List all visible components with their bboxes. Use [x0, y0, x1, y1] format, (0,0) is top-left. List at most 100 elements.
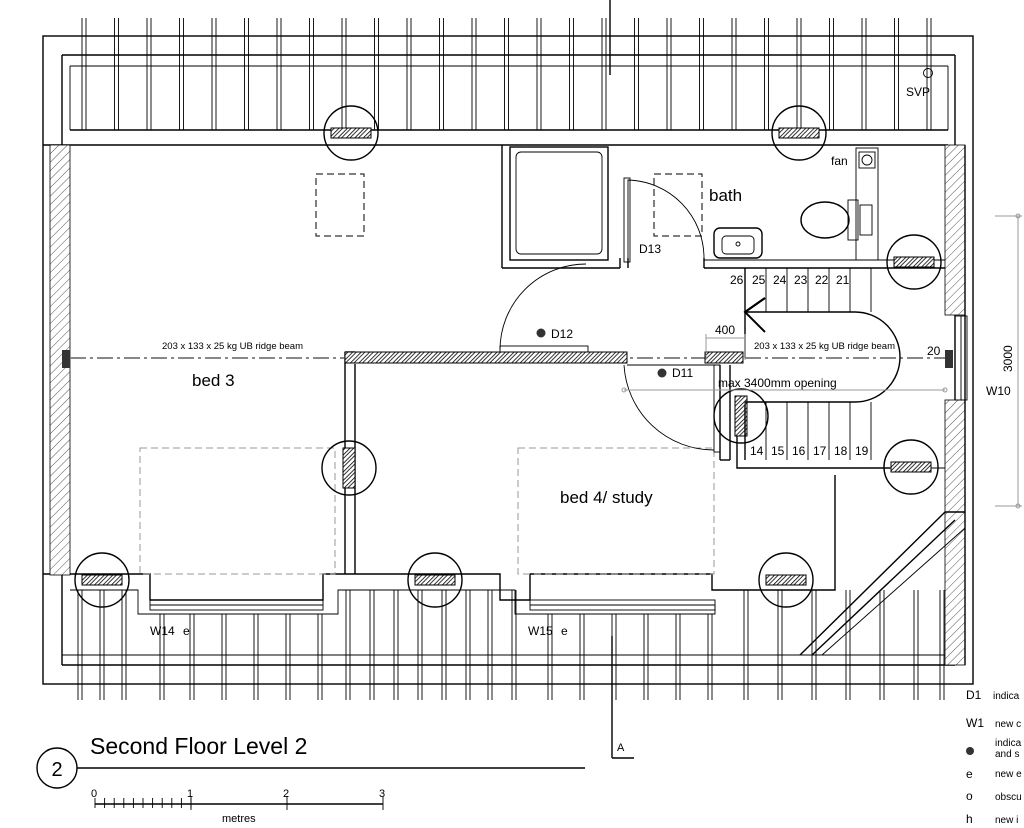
legend-code: e: [966, 767, 973, 781]
post-block: [890, 461, 932, 473]
drawing-title: Second Floor Level 2: [90, 733, 307, 759]
legend-text: indica: [993, 691, 1020, 702]
dim-3000-label: 3000: [1001, 345, 1015, 372]
post-block: [342, 447, 356, 489]
stair-number: 19: [855, 444, 869, 458]
beam-end-right: [945, 350, 953, 368]
svp-pipe: [923, 68, 933, 78]
stair-number: 17: [813, 444, 827, 458]
post-circle: [407, 552, 463, 608]
post-circle: [771, 105, 827, 161]
door-d13-swing: [627, 179, 705, 262]
door-d12-label: D12: [551, 327, 573, 341]
dim-400-label: 400: [715, 323, 735, 337]
scale-tick-label: 1: [187, 788, 193, 800]
window-w15-label: W15: [528, 624, 553, 638]
dormer-walls: [70, 475, 966, 656]
stair-handrail: [745, 311, 901, 403]
rafters-bottom: [77, 590, 945, 700]
stair-landing-label: 20: [927, 344, 941, 358]
beam-hatch-center: [344, 351, 628, 364]
beam-hatch-right: [704, 351, 744, 364]
svp-label: SVP: [906, 85, 930, 99]
shower-tray: [509, 146, 609, 261]
rafters-top: [81, 18, 932, 130]
post-circle: [758, 552, 814, 608]
door-d11-swing: [623, 364, 715, 451]
stair-number: 24: [773, 273, 787, 287]
basin: [713, 227, 763, 259]
post-circle: [323, 105, 379, 161]
legend: D1 indica W1 new c indica and s e new e …: [966, 688, 1022, 826]
fan-label: fan: [831, 154, 848, 168]
room-bath-label: bath: [709, 186, 742, 205]
doors: [499, 177, 721, 453]
post-circle: [74, 552, 130, 608]
legend-code: D1: [966, 688, 982, 702]
legend-dot-icon: [966, 747, 974, 755]
stair-number: 25: [752, 273, 766, 287]
window-w10-label: W10: [986, 384, 1011, 398]
toilet-bowl: [800, 201, 850, 239]
stair-number: 21: [836, 273, 850, 287]
stair-number: 16: [792, 444, 806, 458]
window-w14-suffix: e: [183, 624, 190, 638]
title-block: 2 Second Floor Level 2: [36, 733, 585, 789]
labels: SVP fan bath D13 D12 D11 203 x 133 x 25 …: [150, 85, 1015, 754]
post-block: [330, 127, 372, 139]
room-bed4-label: bed 4/ study: [560, 488, 653, 507]
legend-code: W1: [966, 716, 984, 730]
beam-label-right: 203 x 133 x 25 kg UB ridge beam: [754, 341, 895, 352]
post-block: [765, 574, 807, 586]
staircase: [743, 268, 901, 460]
stair-number: 14: [750, 444, 764, 458]
bath-fittings: [509, 68, 933, 261]
ridge-beam: [62, 350, 953, 368]
drawing-number: 2: [51, 759, 62, 781]
section-marker-label: A: [617, 742, 625, 754]
post-block: [778, 127, 820, 139]
post-block: [81, 574, 123, 586]
dimensions: [621, 213, 1022, 509]
stair-numbers: 26 25 24 23 22 21 14 15 16 17 18 19: [730, 273, 869, 458]
scale-unit-label: metres: [222, 813, 256, 825]
stair-number: 18: [834, 444, 848, 458]
legend-code: h: [966, 812, 973, 826]
window-w14-label: W14: [150, 624, 175, 638]
door-d12-swing: [499, 263, 587, 351]
scale-tick-label: 2: [283, 788, 289, 800]
legend-text: and s: [995, 749, 1019, 760]
door-d13-label: D13: [639, 242, 661, 256]
wall-insulation: [49, 144, 966, 666]
dim-opening-label: max 3400mm opening: [718, 376, 837, 390]
beam-end-left: [62, 350, 70, 368]
post-circle: [886, 234, 942, 290]
post-details: [74, 105, 942, 608]
stair-number: 26: [730, 273, 744, 287]
room-bed3-label: bed 3: [192, 371, 235, 390]
post-block: [893, 256, 935, 268]
stair-direction-arrow: [743, 297, 766, 333]
post-block: [734, 395, 748, 437]
legend-code: o: [966, 789, 973, 803]
scale-tick-label: 3: [379, 788, 385, 800]
post-circle: [883, 439, 939, 495]
legend-text: indica: [995, 738, 1022, 749]
section-line: [609, 0, 634, 759]
post-block: [414, 574, 456, 586]
post-circle: [321, 440, 377, 496]
stair-number: 22: [815, 273, 829, 287]
door-d11-label: D11: [672, 366, 693, 380]
legend-text: new c: [995, 719, 1021, 730]
rooflights: [139, 173, 715, 575]
stair-number: 23: [794, 273, 808, 287]
window-w15-suffix: e: [561, 624, 568, 638]
fan-unit: [855, 147, 879, 261]
door-d11-marker: [657, 368, 667, 378]
scale-tick-label: 0: [91, 788, 97, 800]
stair-number: 15: [771, 444, 785, 458]
window-w10: [954, 315, 968, 401]
legend-text: new i: [995, 815, 1018, 826]
door-d12-marker: [536, 328, 546, 338]
